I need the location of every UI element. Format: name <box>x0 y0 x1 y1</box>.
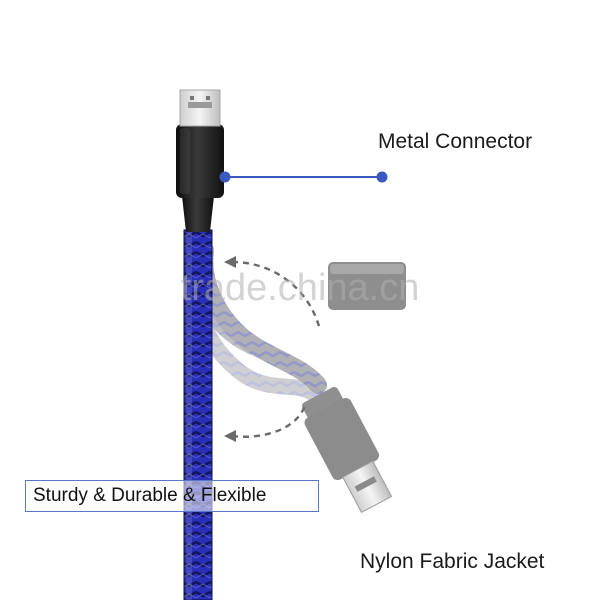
ghost-connector <box>302 386 393 514</box>
feature-callout-box: Sturdy & Durable & Flexible <box>25 480 319 512</box>
feature-callout-text: Sturdy & Durable & Flexible <box>33 485 267 506</box>
nylon-jacket-label: Nylon Fabric Jacket <box>360 550 545 573</box>
main-connector <box>176 89 224 232</box>
main-cable <box>183 229 213 600</box>
ghost-connector-top <box>328 262 406 310</box>
metal-connector-pointer <box>219 171 388 183</box>
bend-arrows <box>231 260 322 438</box>
metal-connector-label: Metal Connector <box>378 130 533 153</box>
arrow-heads <box>224 256 236 442</box>
